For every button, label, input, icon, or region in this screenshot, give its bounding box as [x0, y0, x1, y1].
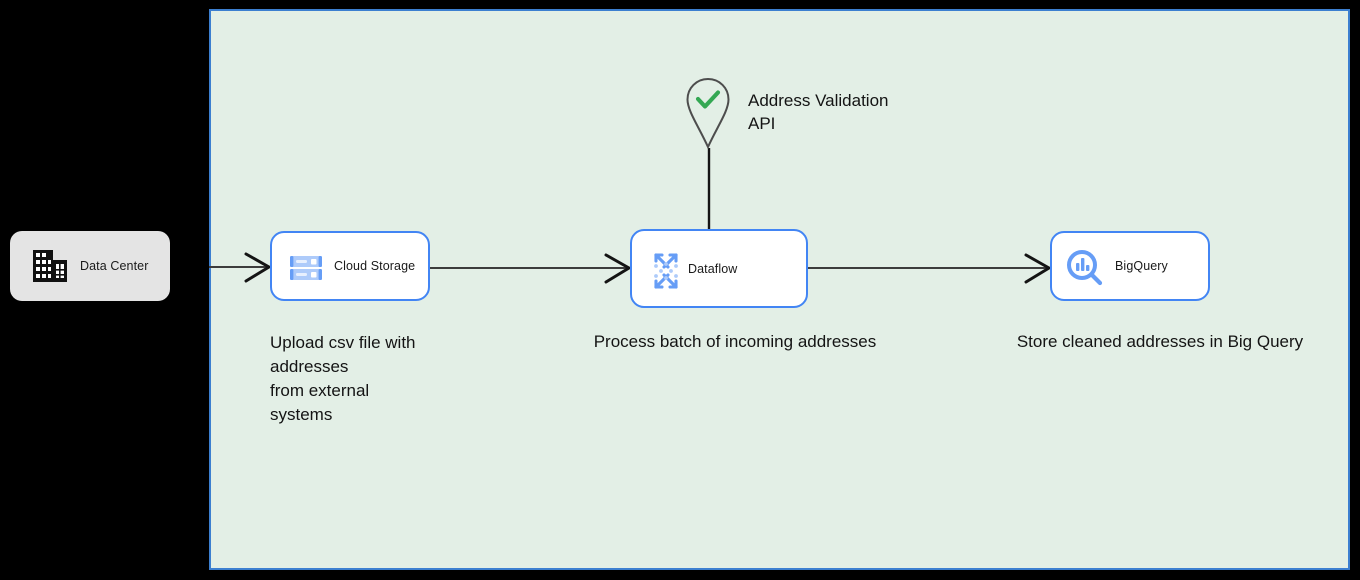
bigquery-icon: [1067, 250, 1103, 286]
node-bigquery[interactable]: BigQuery: [1050, 231, 1210, 301]
data-center-building-icon: [33, 250, 67, 282]
cloud-storage-icon: [290, 256, 322, 280]
dataflow-icon: [654, 253, 678, 289]
node-bigquery-label: BigQuery: [1115, 259, 1168, 273]
connector-cloud-storage-to-dataflow: [430, 253, 631, 284]
caption-line: systems: [270, 405, 333, 424]
node-dataflow-label: Dataflow: [688, 262, 738, 276]
map-pin-check-icon: [686, 77, 730, 150]
connector-datacenter-to-cloud-storage: [209, 252, 271, 283]
caption-bigquery: Store cleaned addresses in Big Query: [1016, 332, 1304, 351]
node-cloud-storage[interactable]: Cloud Storage: [270, 231, 430, 301]
caption-line: Upload csv file with: [270, 333, 416, 352]
caption-cloud-storage: Upload csv file with addresses from exte…: [270, 331, 470, 427]
node-address-validation-api[interactable]: [685, 77, 731, 150]
address-validation-api-label: Address Validation API: [748, 89, 958, 135]
caption-line: addresses: [270, 357, 349, 376]
api-label-line-1: Address Validation: [748, 91, 889, 110]
caption-line: from external: [270, 381, 370, 400]
caption-dataflow: Process batch of incoming addresses: [593, 332, 877, 351]
connector-dataflow-to-bigquery: [808, 253, 1051, 284]
node-data-center-label: Data Center: [80, 259, 149, 273]
node-cloud-storage-label: Cloud Storage: [334, 259, 416, 273]
node-data-center[interactable]: Data Center: [10, 231, 170, 301]
node-dataflow[interactable]: Dataflow: [630, 229, 808, 308]
api-label-line-2: API: [748, 114, 776, 133]
